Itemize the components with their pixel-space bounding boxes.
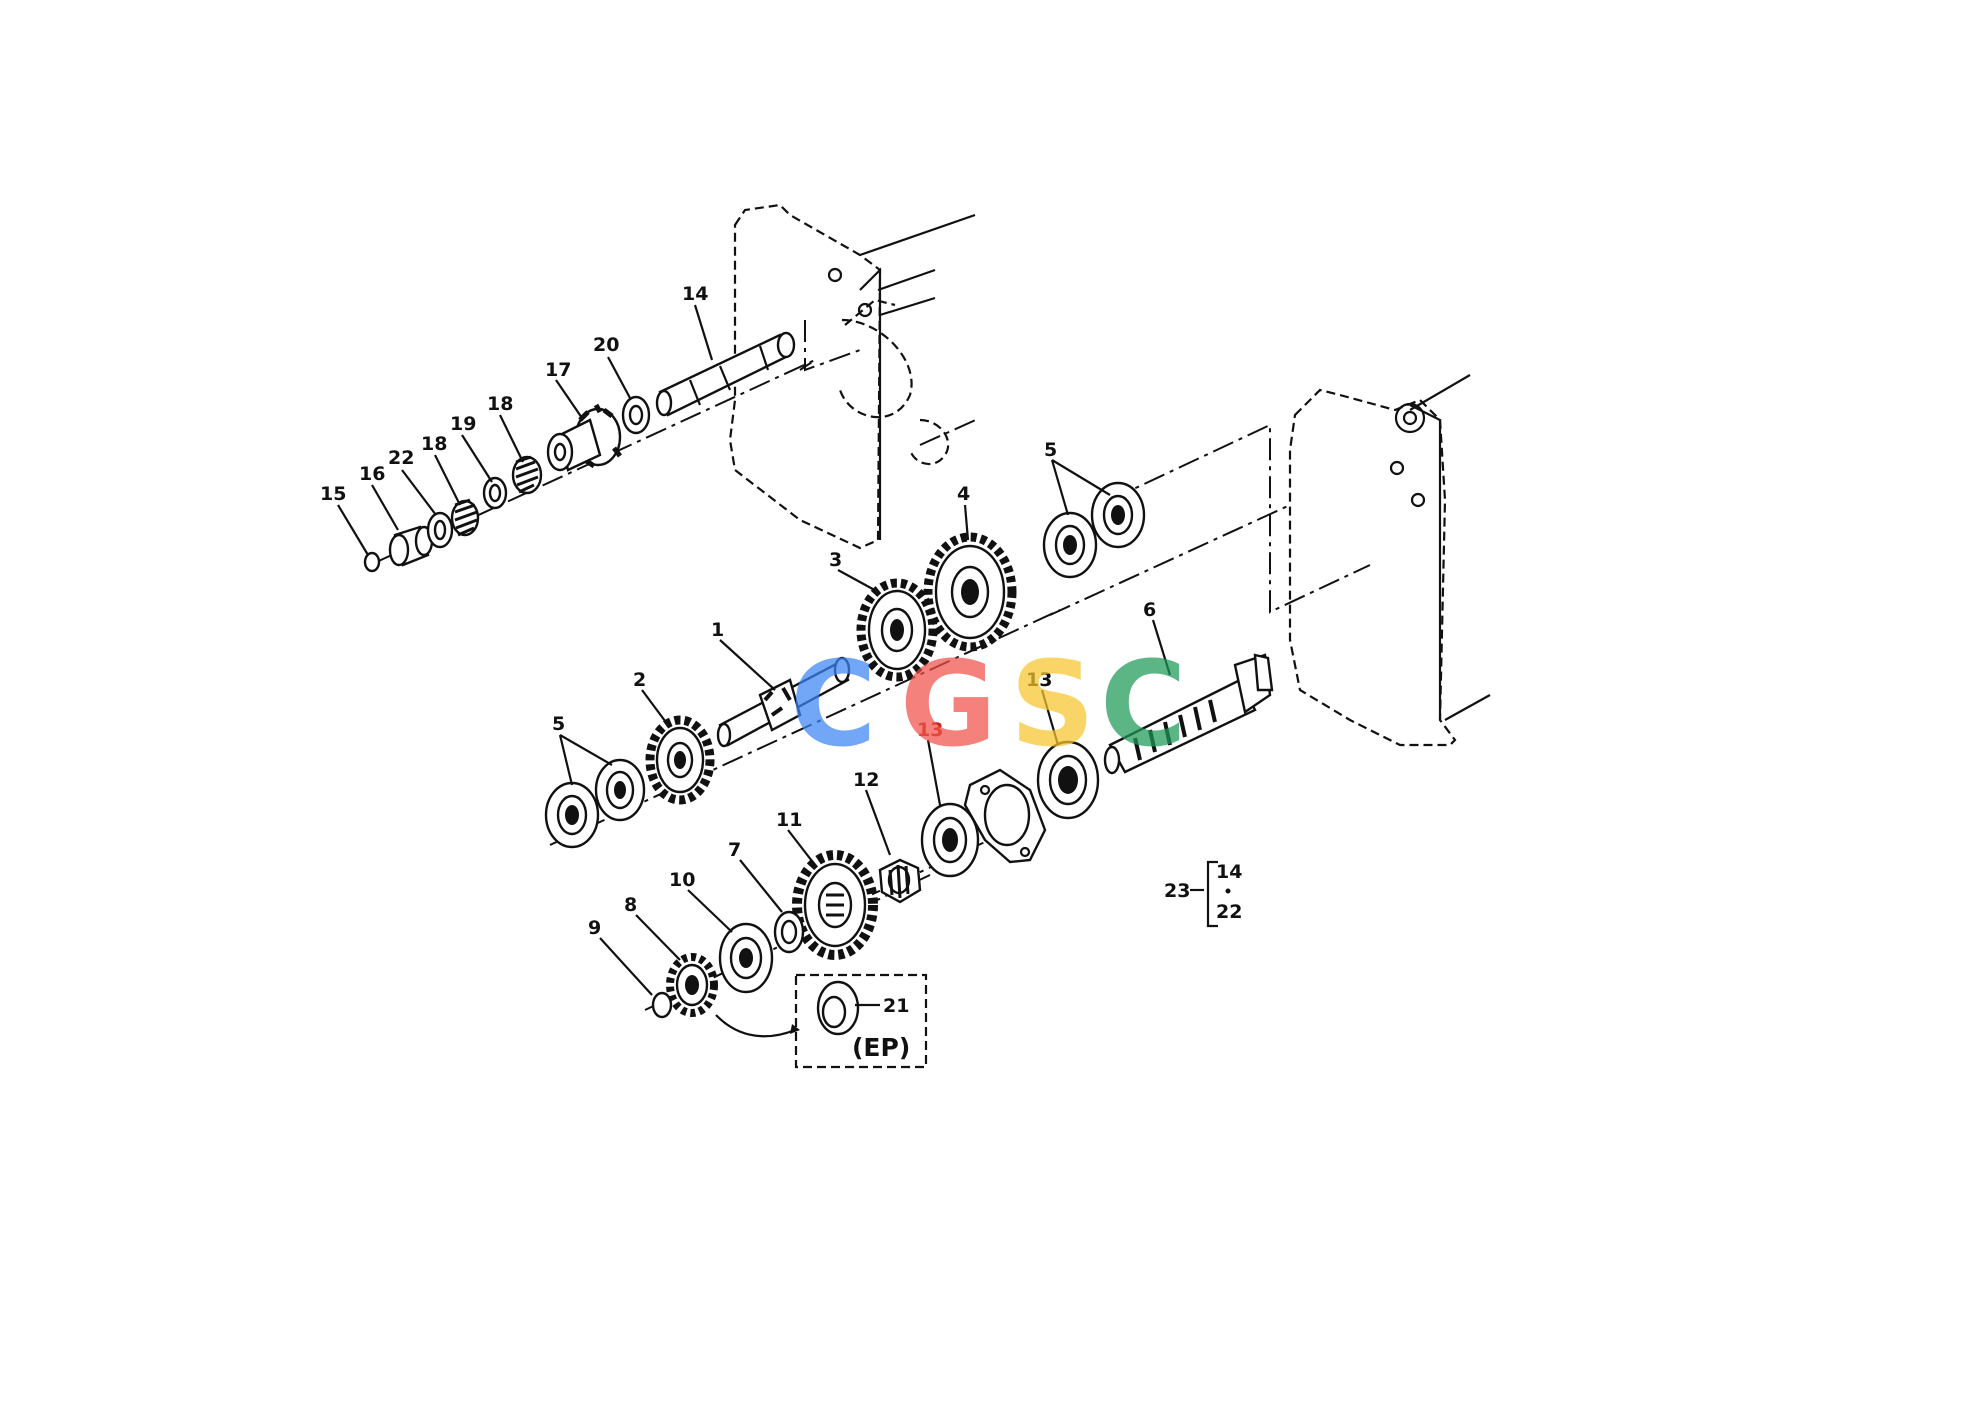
callout-18-a: 18 — [421, 433, 447, 455]
part-1-counter-shaft — [716, 656, 851, 748]
callout-16: 16 — [359, 463, 385, 485]
callout-1: 1 — [711, 619, 724, 641]
part-5-ball-bearing-a — [1042, 511, 1098, 579]
part-4-gear — [923, 532, 1017, 652]
callout-17: 17 — [545, 359, 571, 381]
ep-variant-box: (EP) — [715, 973, 928, 1069]
callout-5-left: 5 — [552, 713, 565, 735]
part-3-gear — [856, 578, 938, 682]
part-11-gear — [792, 850, 878, 960]
part-14-idler-shaft — [655, 331, 796, 417]
callout-5-top: 5 — [1044, 439, 1057, 461]
watermark-letter-c2: C — [1100, 635, 1187, 773]
part-6-pinion-shaft — [1103, 653, 1274, 775]
housing-upper — [728, 203, 976, 550]
pinion-shaft-assembly — [651, 653, 1274, 1019]
callout-18-b: 18 — [487, 393, 513, 415]
group-note: 23 14 22 — [1164, 860, 1242, 928]
callout-19: 19 — [450, 413, 476, 435]
callout-21: 21 — [883, 995, 909, 1017]
part-13-taper-bearing-b — [920, 802, 980, 878]
callout-11: 11 — [776, 809, 802, 831]
group-note-to: 22 — [1216, 901, 1242, 923]
callout-12: 12 — [853, 769, 879, 791]
callout-13-b: 13 — [917, 719, 943, 741]
callout-7: 7 — [728, 839, 741, 861]
callout-15: 15 — [320, 483, 346, 505]
part-18-needle-bearing — [450, 498, 480, 537]
callout-3: 3 — [829, 549, 842, 571]
part-13-taper-bearing-a — [1036, 740, 1100, 820]
part-16-collar — [388, 525, 434, 567]
callout-13-a: 13 — [1026, 669, 1052, 691]
part-10-ball-bearing — [718, 922, 774, 994]
part-5-ball-bearing-d — [544, 781, 600, 849]
watermark-logo: C G S C — [790, 635, 1187, 773]
group-note-from: 14 — [1216, 861, 1242, 883]
part-21-ep-bearing — [816, 980, 860, 1036]
watermark-letter-s: S — [1010, 635, 1095, 773]
group-note-main: 23 — [1164, 880, 1190, 902]
part-18-needle-bearing-2 — [511, 455, 543, 495]
leader-lines — [337, 304, 1172, 996]
callout-14: 14 — [682, 283, 708, 305]
idler-shaft-assembly — [363, 331, 796, 573]
counter-shaft-assembly — [544, 481, 1146, 849]
part-12-lock-nut — [878, 858, 922, 904]
part-8-gear — [666, 953, 718, 1017]
callout-2: 2 — [633, 669, 646, 691]
callout-22: 22 — [388, 447, 414, 469]
callout-8: 8 — [624, 894, 637, 916]
ep-label: (EP) — [852, 1033, 910, 1062]
callout-6: 6 — [1143, 599, 1156, 621]
part-5-ball-bearing-b — [1090, 481, 1146, 549]
callout-9: 9 — [588, 917, 601, 939]
callout-10: 10 — [669, 869, 695, 891]
housing-lower — [1288, 374, 1491, 747]
callout-labels: 15 16 22 18 19 18 17 20 14 5 4 3 1 2 5 6… — [320, 283, 1156, 1017]
watermark-letter-c1: C — [790, 635, 877, 773]
part-15-snap-ring — [363, 551, 381, 573]
part-9-snap-ring — [651, 991, 673, 1019]
watermark-letter-g: G — [900, 635, 997, 773]
callout-20: 20 — [593, 334, 619, 356]
part-17-cluster-gear — [546, 403, 622, 472]
callout-4: 4 — [957, 483, 970, 505]
part-2-gear — [645, 715, 715, 805]
part-5-ball-bearing-c — [594, 758, 646, 822]
